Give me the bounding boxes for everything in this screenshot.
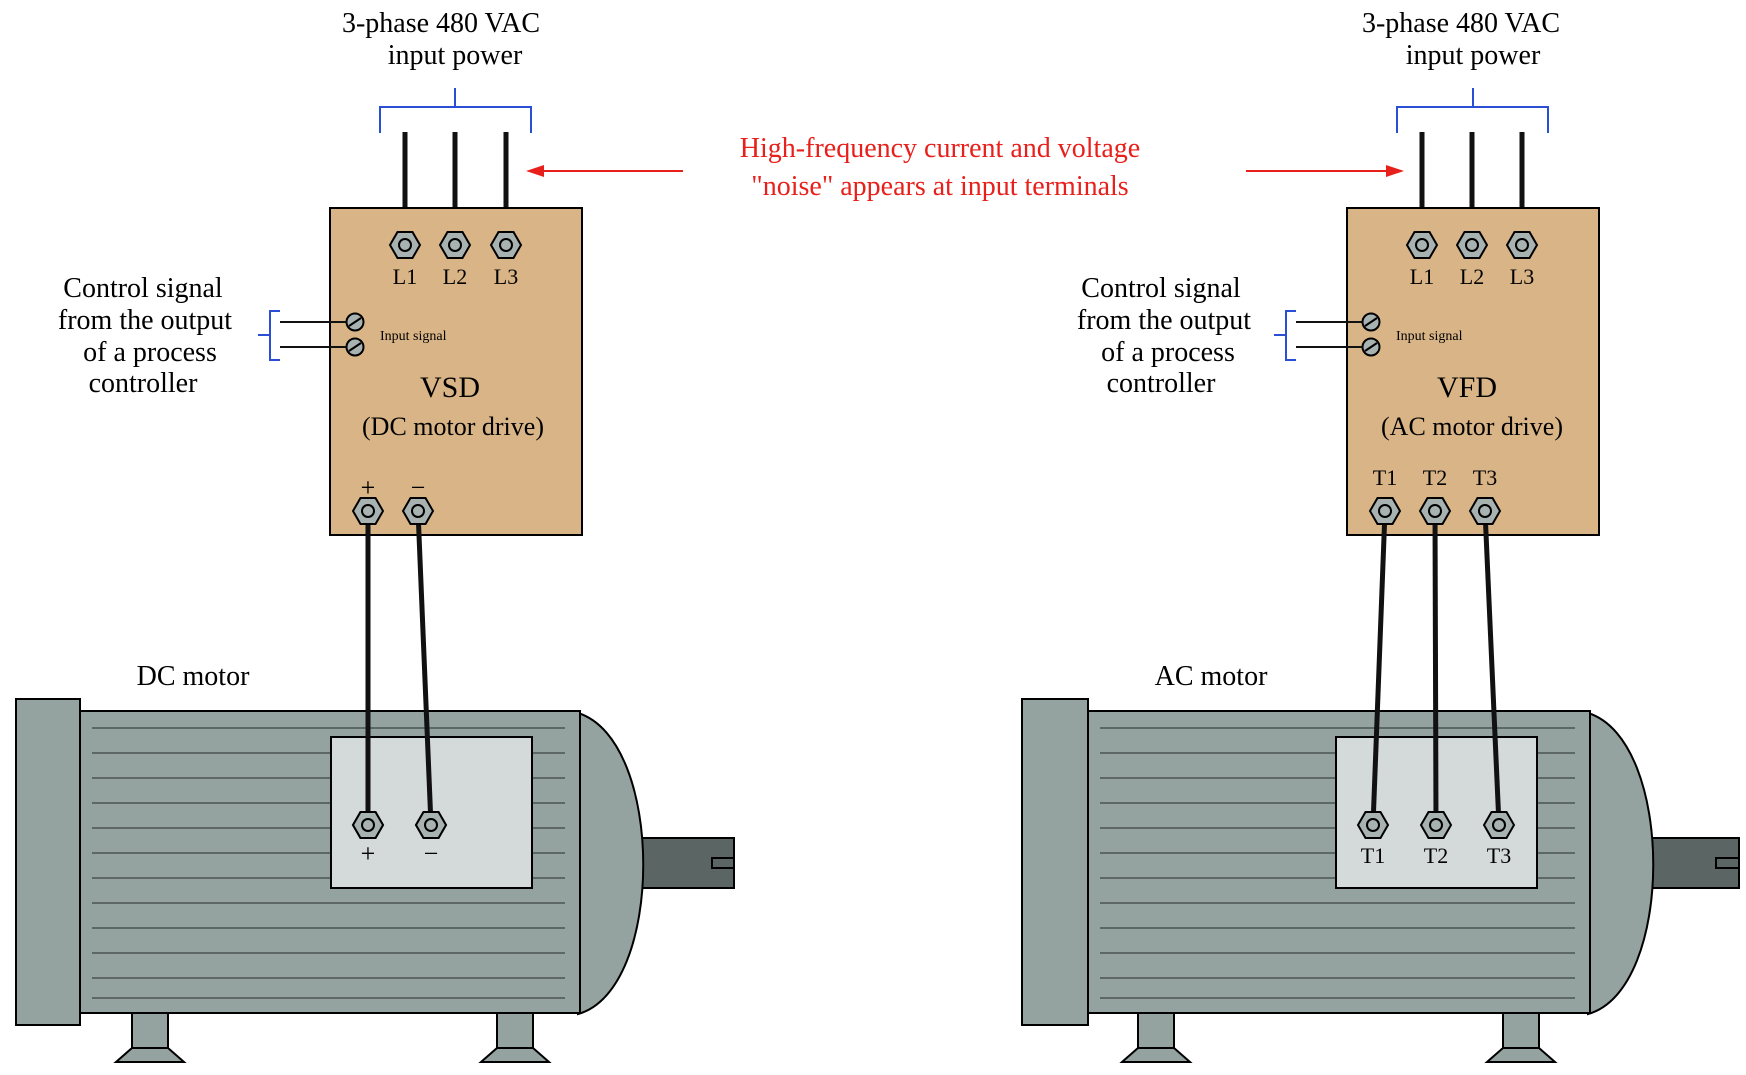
vsd-terminal-L2	[439, 231, 471, 259]
right-input-power-bracket	[1396, 88, 1549, 133]
left-input-power-line1: 3-phase 480 VAC	[342, 8, 540, 39]
vsd-box	[329, 207, 583, 536]
left-control-line-3: of a process	[83, 337, 217, 368]
vfd-out-label-T3: T3	[1473, 465, 1497, 490]
vsd-drive-type: (DC motor drive)	[362, 412, 544, 441]
vfd-terminal-L3	[1506, 231, 1538, 259]
vfd-terminal-T1	[1369, 497, 1401, 525]
vsd-out-label-minus: −	[411, 473, 426, 502]
vfd-label-L2: L2	[1460, 264, 1484, 289]
ac-motor-terminal-T2	[1420, 811, 1452, 839]
left-control-line-1: Control signal	[63, 273, 223, 304]
vsd-label-L1: L1	[393, 264, 417, 289]
right-input-power-line1: 3-phase 480 VAC	[1362, 8, 1560, 39]
vfd-terminal-L2	[1456, 231, 1488, 259]
right-control-signal: Control signal from the output of a proc…	[1077, 273, 1363, 399]
right-control-line-1: Control signal	[1081, 273, 1241, 304]
vsd-drive-name: VSD	[420, 371, 480, 404]
ac-motor-terminal-T3	[1483, 811, 1515, 839]
vsd-terminal-L1	[389, 231, 421, 259]
ac-motor-terminal-T1	[1357, 811, 1389, 839]
left-control-line-4: controller	[89, 368, 199, 399]
vfd-signal-screw-2	[1361, 337, 1381, 357]
vfd-terminal-T3	[1469, 497, 1501, 525]
dc-motor-label-minus: −	[424, 839, 439, 868]
vsd-input-signal-label: Input signal	[380, 329, 447, 344]
right-control-line-2: from the output	[1077, 305, 1251, 336]
vfd-signal-screw-1	[1361, 312, 1381, 332]
ac-motor-label-T2: T2	[1424, 843, 1448, 868]
dc-motor-label: DC motor	[137, 661, 250, 692]
noise-arrow-left	[526, 165, 683, 177]
dc-motor-shaft	[631, 837, 735, 889]
ac-motor: AC motor	[1021, 661, 1740, 1063]
noise-note-line1: High-frequency current and voltage	[740, 133, 1140, 164]
dc-motor-feet-left	[131, 1012, 169, 1054]
right-system: 3-phase 480 VAC input power L1 L2 L3 Inp…	[1021, 8, 1740, 1063]
right-control-line-4: controller	[1107, 368, 1217, 399]
noise-annotation: High-frequency current and voltage "nois…	[526, 133, 1404, 202]
noise-note-line2: "noise" appears at input terminals	[751, 171, 1128, 202]
noise-arrow-right	[1246, 165, 1404, 177]
right-input-power-line2: input power	[1406, 40, 1541, 71]
vfd-out-label-T2: T2	[1423, 465, 1447, 490]
vsd-signal-screw-2	[345, 337, 365, 357]
vsd-signal-screw-1	[345, 312, 365, 332]
vfd-box	[1346, 207, 1600, 536]
vsd-terminal-minus	[402, 497, 434, 525]
vfd-output-wires	[1370, 510, 1502, 826]
vfd-label-L3: L3	[1510, 264, 1534, 289]
left-control-line-2: from the output	[58, 305, 232, 336]
dc-motor-endcap	[577, 711, 645, 1016]
ac-motor-flange	[1021, 698, 1089, 1026]
dc-motor-label-plus: +	[361, 839, 376, 868]
vfd-label-L1: L1	[1410, 264, 1434, 289]
vsd-terminal-plus	[352, 497, 384, 525]
ac-motor-label-T1: T1	[1361, 843, 1385, 868]
vsd-terminal-L3	[490, 231, 522, 259]
vsd-out-label-plus: +	[361, 473, 376, 502]
vsd-output-wires	[365, 510, 434, 826]
vsd-label-L3: L3	[494, 264, 518, 289]
vfd-drive-name: VFD	[1437, 371, 1497, 404]
ac-motor-endcap	[1587, 711, 1655, 1016]
vsd-label-L2: L2	[443, 264, 467, 289]
dc-motor: DC motor	[15, 661, 735, 1063]
left-input-power-bracket	[379, 88, 532, 133]
vfd-input-signal-label: Input signal	[1396, 329, 1463, 344]
ac-motor-label-T3: T3	[1487, 843, 1511, 868]
vfd-out-label-T1: T1	[1373, 465, 1397, 490]
vfd-terminal-T2	[1419, 497, 1451, 525]
ac-motor-shaft	[1642, 837, 1740, 889]
left-input-power-line2: input power	[388, 40, 523, 71]
left-control-signal: Control signal from the output of a proc…	[58, 273, 347, 399]
vfd-terminal-L1	[1406, 231, 1438, 259]
right-control-line-3: of a process	[1101, 337, 1235, 368]
vfd-drive-type: (AC motor drive)	[1381, 412, 1563, 441]
ac-motor-label: AC motor	[1155, 661, 1268, 692]
dc-motor-flange	[15, 698, 81, 1026]
left-system: 3-phase 480 VAC input power L1 L2 L3 Inp…	[15, 8, 735, 1063]
